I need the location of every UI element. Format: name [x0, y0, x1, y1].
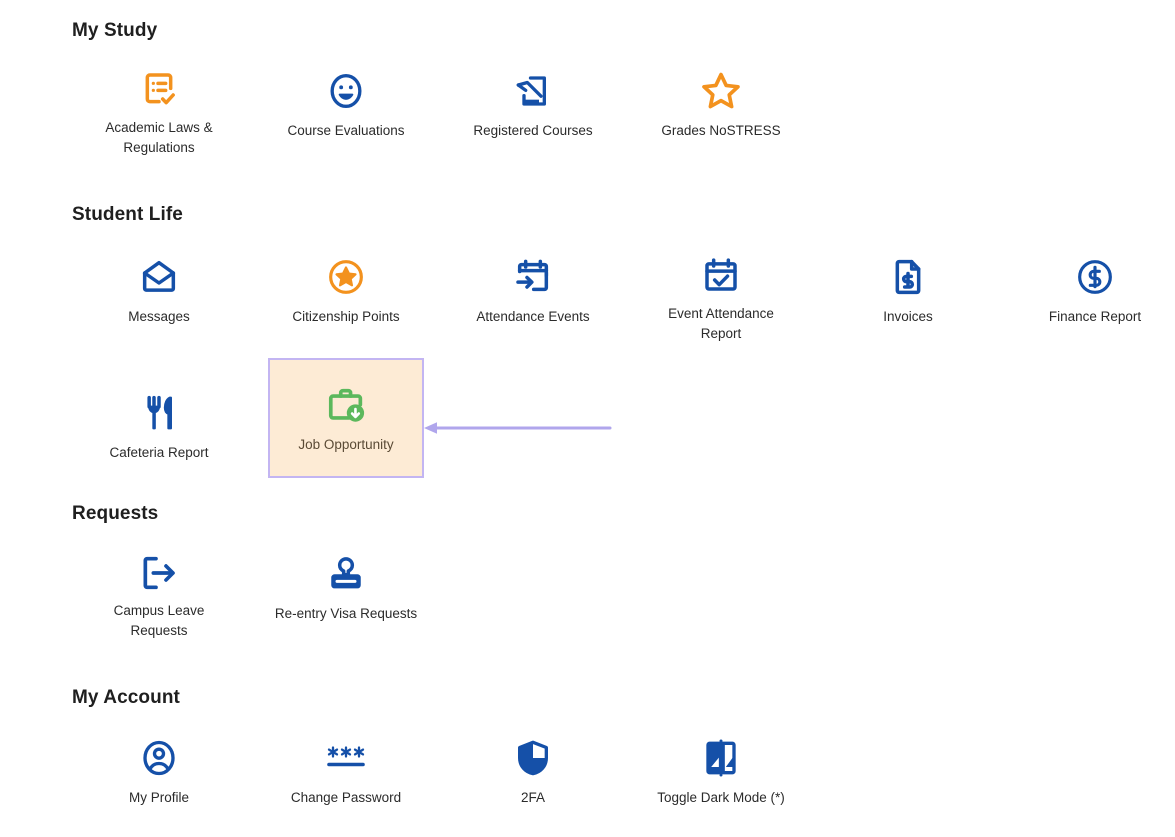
smiley-face-icon: [323, 68, 369, 114]
tile-citizenship-points[interactable]: Citizenship Points: [268, 252, 424, 344]
envelope-icon: [136, 254, 182, 300]
tile-label: 2FA: [520, 790, 545, 805]
tile-label: Toggle Dark Mode (*): [657, 790, 785, 805]
briefcase-download-icon: [323, 382, 369, 428]
tile-label: Academic Laws & Regulations: [105, 120, 213, 155]
tile-label: Course Evaluations: [287, 123, 405, 138]
stamp-icon: [323, 551, 369, 597]
tile-label: Change Password: [290, 790, 402, 805]
tile-finance-report[interactable]: Finance Report: [1017, 252, 1173, 344]
section-title-my-study: My Study: [72, 20, 158, 41]
tile-label: Event Attendance Report: [668, 306, 774, 341]
star-outline-icon: [698, 68, 744, 114]
tile-academic-laws-regulations[interactable]: Academic Laws & Regulations: [81, 66, 237, 158]
tile-re-entry-visa-requests[interactable]: Re-entry Visa Requests: [268, 549, 424, 641]
tile-label: Messages: [128, 309, 190, 324]
tile-change-password[interactable]: Change Password: [268, 733, 424, 825]
tile-label: Campus Leave Requests: [113, 603, 205, 638]
section-title-student-life: Student Life: [72, 204, 183, 225]
tile-grades-nostress[interactable]: Grades NoSTRESS: [643, 66, 799, 158]
list-check-icon: [136, 68, 182, 111]
exit-arrow-icon: [136, 551, 182, 594]
section-title-requests: Requests: [72, 503, 159, 524]
tile-label: Grades NoSTRESS: [661, 123, 781, 138]
tile-event-attendance-report[interactable]: Event Attendance Report: [643, 252, 799, 344]
tile-label: Re-entry Visa Requests: [274, 606, 418, 621]
tile-toggle-dark-mode[interactable]: Toggle Dark Mode (*): [643, 733, 799, 825]
dollar-circle-icon: [1072, 254, 1118, 300]
tile-2fa[interactable]: 2FA: [455, 733, 611, 825]
tile-course-evaluations[interactable]: Course Evaluations: [268, 66, 424, 158]
tile-my-profile[interactable]: My Profile: [81, 733, 237, 825]
tile-invoices[interactable]: Invoices: [830, 252, 986, 344]
user-circle-icon: [136, 735, 182, 781]
shield-icon: [510, 735, 556, 781]
calendar-arrow-icon: [510, 254, 556, 300]
tile-label: Finance Report: [1048, 309, 1142, 324]
tile-label: Attendance Events: [476, 309, 590, 324]
tile-label: Registered Courses: [473, 123, 593, 138]
tile-label: Job Opportunity: [298, 436, 394, 452]
annotation-pointer-arrow: [420, 416, 615, 445]
tile-label: Citizenship Points: [292, 309, 400, 324]
tile-registered-courses[interactable]: Registered Courses: [455, 66, 611, 158]
fork-knife-icon: [136, 390, 182, 436]
tile-campus-leave-requests[interactable]: Campus Leave Requests: [81, 549, 237, 641]
asterisks-password-icon: [323, 735, 369, 781]
tile-attendance-events[interactable]: Attendance Events: [455, 252, 611, 344]
dark-mode-toggle-icon: [698, 735, 744, 781]
section-title-my-account: My Account: [72, 687, 180, 708]
tile-messages[interactable]: Messages: [81, 252, 237, 344]
tile-job-opportunity[interactable]: Job Opportunity: [268, 358, 424, 478]
document-dollar-icon: [885, 254, 931, 300]
tile-label: My Profile: [128, 790, 189, 805]
calendar-check-icon: [698, 254, 744, 297]
star-circle-icon: [323, 254, 369, 300]
tile-cafeteria-report[interactable]: Cafeteria Report: [81, 388, 237, 480]
tile-label: Invoices: [883, 309, 933, 324]
tile-label: Cafeteria Report: [109, 445, 209, 460]
sign-document-icon: [510, 68, 556, 114]
